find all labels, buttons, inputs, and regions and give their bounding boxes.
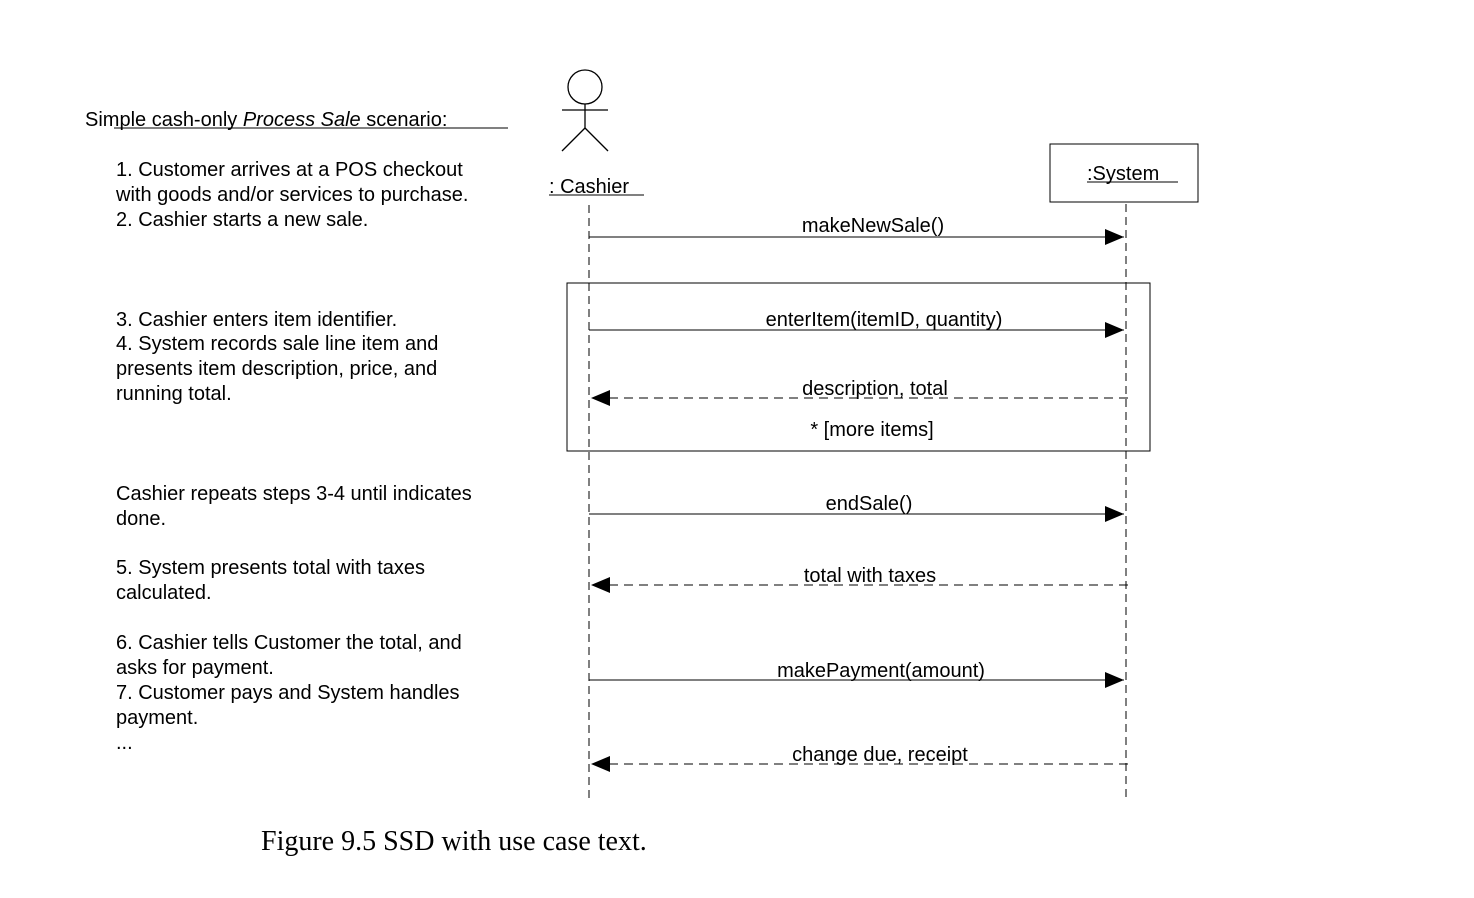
scenario-line: 6. Cashier tells Customer the total, and bbox=[116, 632, 462, 654]
scenario-steps: 1. Customer arrives at a POS checkout wi… bbox=[115, 159, 472, 754]
scenario-line: Cashier repeats steps 3-4 until indicate… bbox=[116, 483, 472, 505]
scenario-line: 3. Cashier enters item identifier. bbox=[116, 309, 397, 331]
message-make-new-sale: makeNewSale() bbox=[589, 215, 1124, 245]
message-label: total with taxes bbox=[804, 565, 936, 587]
scenario-line: with goods and/or services to purchase. bbox=[115, 184, 468, 206]
scenario-line: 1. Customer arrives at a POS checkout bbox=[116, 159, 463, 181]
scenario-line: ... bbox=[116, 732, 133, 754]
scenario-line: 2. Cashier starts a new sale. bbox=[116, 209, 368, 231]
message-description-total: description, total bbox=[591, 378, 1128, 406]
message-label: change due, receipt bbox=[792, 744, 968, 766]
system-box bbox=[1049, 143, 1199, 203]
scenario-line: calculated. bbox=[116, 582, 212, 604]
figure-caption: Figure 9.5 SSD with use case text. bbox=[261, 826, 647, 857]
message-label: description, total bbox=[802, 378, 948, 400]
loop-guard: * [more items] bbox=[810, 419, 933, 441]
scenario-title: Simple cash-only Process Sale scenario: bbox=[85, 109, 447, 131]
message-end-sale: endSale() bbox=[589, 493, 1124, 522]
scenario-line: done. bbox=[116, 508, 166, 530]
actor-right-leg bbox=[584, 127, 609, 152]
message-make-payment: makePayment(amount) bbox=[589, 660, 1124, 688]
message-change-due-receipt: change due, receipt bbox=[591, 744, 1128, 772]
scenario-line: 5. System presents total with taxes bbox=[116, 557, 425, 579]
actor-left-leg bbox=[561, 127, 586, 152]
message-label: makeNewSale() bbox=[802, 215, 944, 237]
actor-head-icon bbox=[567, 69, 603, 105]
scenario-line: 4. System records sale line item and bbox=[116, 333, 438, 355]
message-label: makePayment(amount) bbox=[777, 660, 985, 682]
scenario-line: asks for payment. bbox=[116, 657, 274, 679]
message-label: enterItem(itemID, quantity) bbox=[766, 309, 1003, 331]
cashier-actor bbox=[561, 69, 609, 152]
scenario-line: 7. Customer pays and System handles bbox=[116, 682, 460, 704]
scenario-line: running total. bbox=[116, 383, 232, 405]
scenario-line: payment. bbox=[116, 707, 198, 729]
loop-frame bbox=[566, 282, 1151, 452]
system-label: :System bbox=[1087, 163, 1159, 185]
message-enter-item: enterItem(itemID, quantity) bbox=[589, 309, 1124, 338]
scenario-line: presents item description, price, and bbox=[116, 358, 437, 380]
message-label: endSale() bbox=[826, 493, 913, 515]
cashier-label: : Cashier bbox=[549, 176, 629, 198]
message-total-with-taxes: total with taxes bbox=[591, 565, 1128, 593]
